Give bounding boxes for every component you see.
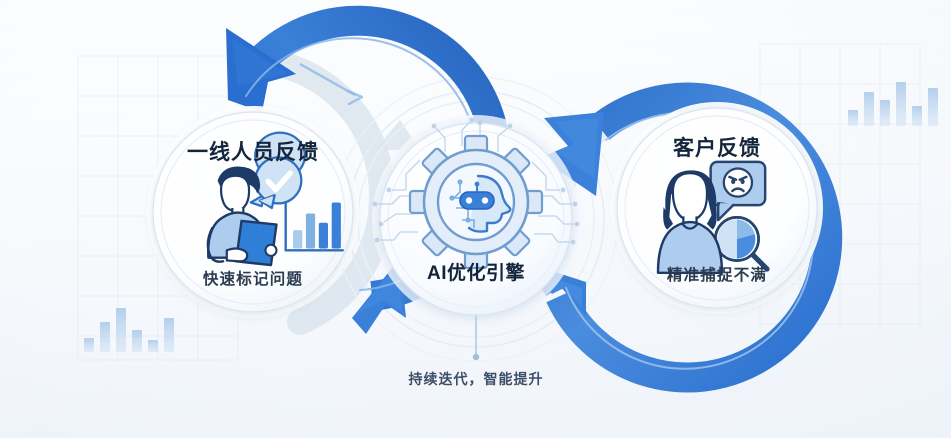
customer-angry-feedback-illustration xyxy=(656,160,770,275)
ai-gear-brain-icon xyxy=(408,134,544,270)
right-node-title: 客户反馈 xyxy=(673,137,761,160)
decorative-bars-top-right xyxy=(848,82,938,126)
footer-caption: 持续迭代，智能提升 xyxy=(408,371,544,387)
ai-circuit-traces xyxy=(372,117,580,245)
footer-connector xyxy=(472,315,480,361)
left-node-title: 一线人员反馈 xyxy=(187,141,319,164)
staff-tablet-check-chart-illustration xyxy=(206,131,344,267)
right-node-caption: 精准捕捉不满 xyxy=(666,267,768,284)
decorative-bars-bottom-left xyxy=(84,308,174,352)
center-node-title: AI优化引擎 xyxy=(426,263,526,284)
left-node-caption: 快速标记问题 xyxy=(202,271,304,288)
